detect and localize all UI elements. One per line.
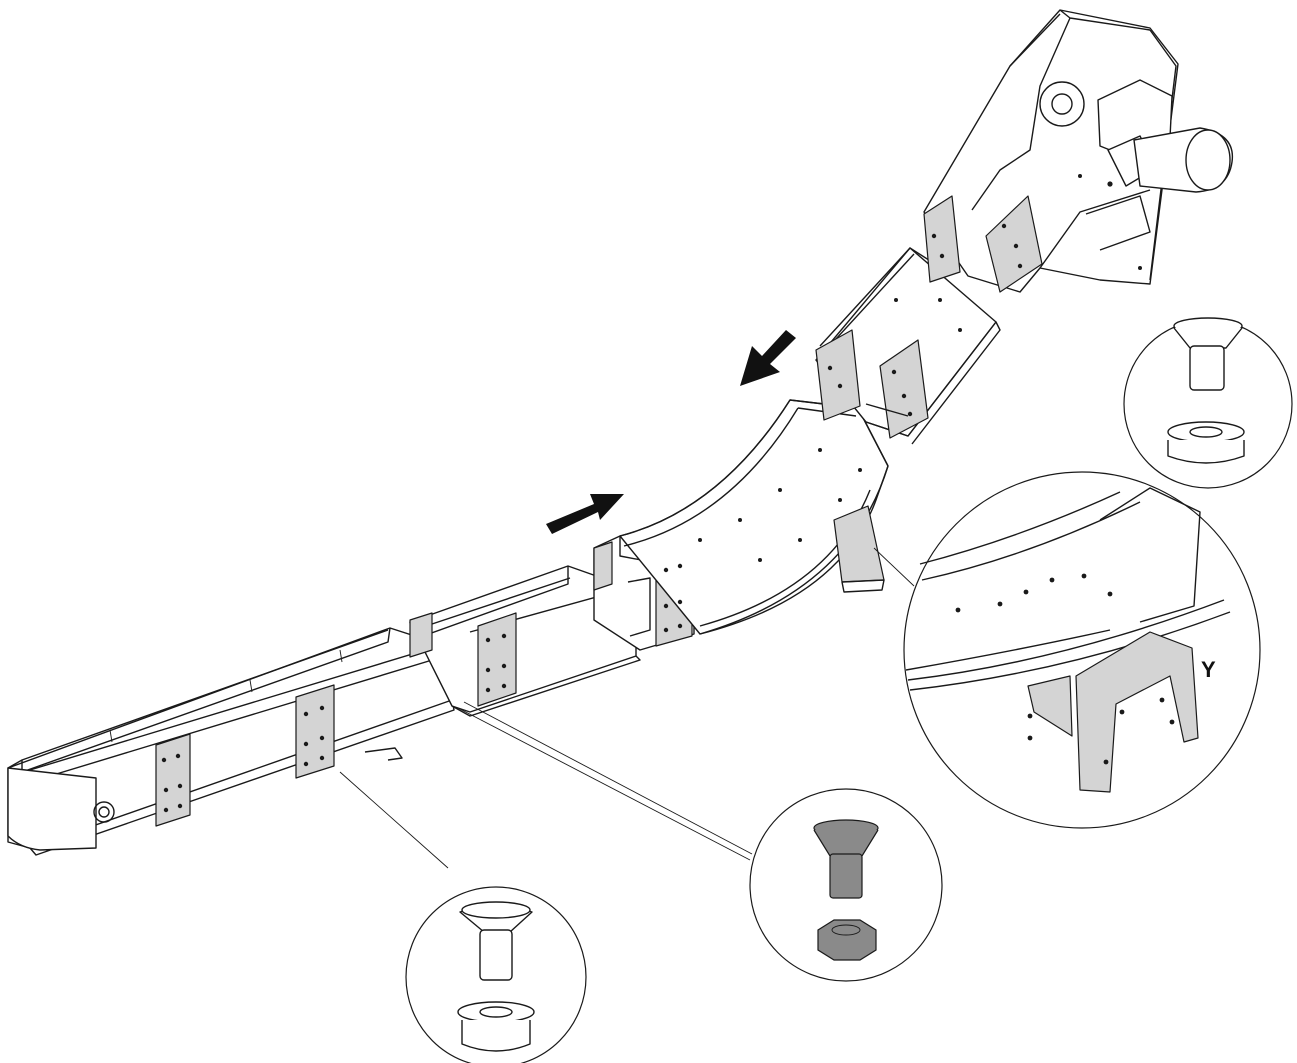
countersunk-screw-icon bbox=[813, 819, 879, 899]
fastener-callout-top-right bbox=[1123, 317, 1293, 489]
flange-nut-icon bbox=[1167, 421, 1245, 464]
right-arrow-icon bbox=[546, 494, 624, 534]
straight-trough-section-1 bbox=[7, 627, 455, 856]
curved-trough-section bbox=[619, 399, 889, 635]
flange-nut-icon bbox=[457, 1001, 535, 1052]
support-leg bbox=[1075, 631, 1199, 793]
countersunk-screw-icon bbox=[459, 901, 533, 981]
left-arrow-icon bbox=[740, 330, 796, 386]
detail-label-y: Y bbox=[1201, 657, 1216, 682]
drive-head-unit bbox=[923, 9, 1234, 293]
countersunk-screw-icon bbox=[1173, 317, 1243, 391]
straight-trough-section-2 bbox=[409, 565, 641, 717]
detail-y-callout bbox=[903, 471, 1261, 829]
fastener-callout-middle bbox=[749, 788, 943, 982]
flange-nut-icon bbox=[817, 919, 877, 961]
leader-lines bbox=[339, 473, 1197, 869]
fastener-callout-bottom bbox=[405, 886, 587, 1063]
bolt-pattern bbox=[161, 174, 1175, 813]
upper-trough-section bbox=[815, 247, 1001, 445]
